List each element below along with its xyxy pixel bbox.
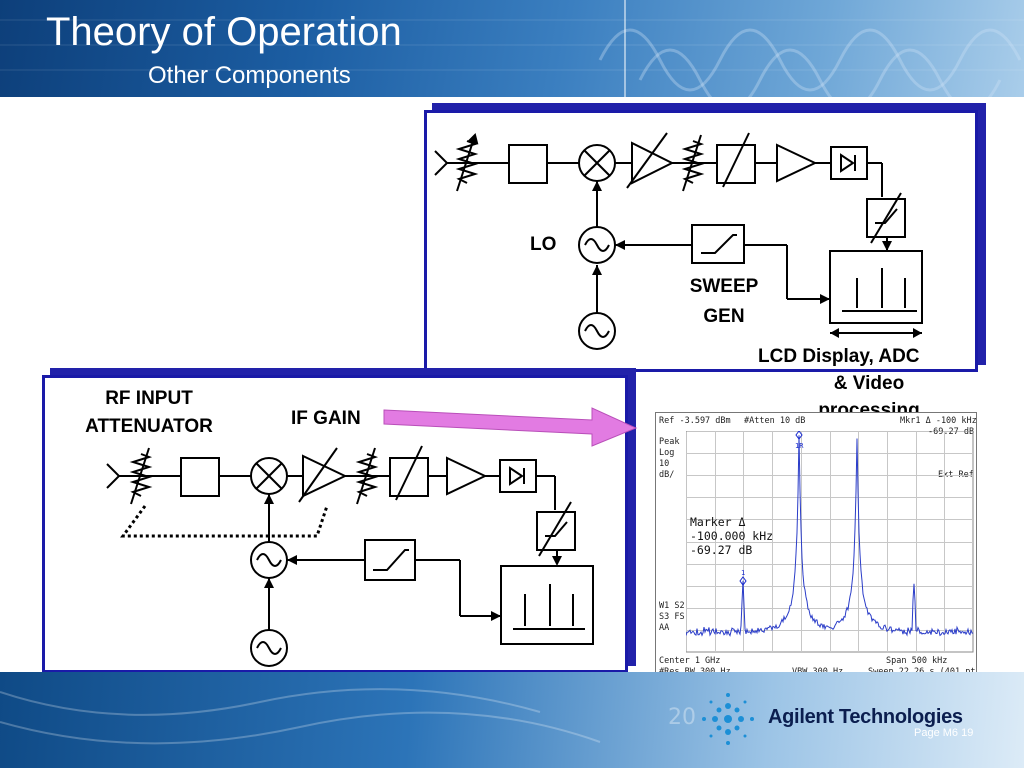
slide-title: Theory of Operation <box>46 10 402 54</box>
if-gain-label: IF GAIN <box>291 408 361 429</box>
marker-header-text: Mkr1 Δ -100 kHz <box>900 416 977 426</box>
sweep-gen-label-line-1: SWEEP <box>689 276 759 297</box>
top-block-diagram <box>434 132 923 350</box>
lcd-label-line-3: processing <box>818 400 920 414</box>
marker-value-small: -69.27 dB <box>928 427 975 437</box>
marker-box-line-2: -100.000 kHz <box>690 529 774 543</box>
page-number: Page M6 19 <box>914 727 974 739</box>
marker-1r-diamond <box>795 431 803 440</box>
bottom-block-diagram <box>106 445 594 667</box>
span-text: Span 500 kHz <box>886 656 948 666</box>
svg-text:0: 0 <box>682 705 696 730</box>
trace-line-3: AA <box>659 623 670 633</box>
center-freq-text: Center 1 GHz <box>659 656 721 666</box>
header-banner: Theory of Operation Other Components <box>0 0 1024 97</box>
spectrum-plot: 1R 1 <box>686 431 974 653</box>
marker-1-label: 1 <box>741 569 745 577</box>
ref-level-text: Ref -3.597 dBm <box>659 416 731 426</box>
company-logo-text: Agilent Technologies <box>768 706 963 728</box>
if-gain-arrow <box>383 407 638 447</box>
trace-line-2: S3 FS <box>659 612 685 622</box>
marker-box-line-1: Marker Δ <box>690 515 746 529</box>
trace-line-1: W1 S2 <box>659 601 685 611</box>
scale-10: 10 <box>659 459 670 469</box>
slide-subtitle: Other Components <box>148 62 351 89</box>
svg-text:2: 2 <box>668 705 682 730</box>
marker-1-diamond <box>739 576 747 586</box>
agilent-spark-logo <box>702 693 754 745</box>
scale-log: Log <box>659 448 675 458</box>
header-wave-decoration <box>0 0 1024 97</box>
marker-box-line-3: -69.27 dB <box>690 543 753 557</box>
sweep-gen-label-line-2: GEN <box>703 306 745 327</box>
spectrum-analyzer-display: Ref -3.597 dBm #Atten 10 dB Mkr1 Δ -100 … <box>655 412 977 679</box>
rf-input-label-line-1: RF INPUT <box>105 388 193 409</box>
marker-1r-label: 1R <box>795 442 804 450</box>
spectrum-trace <box>686 435 974 637</box>
atten-text: #Atten 10 dB <box>744 416 806 426</box>
lo-label: LO <box>530 234 557 255</box>
scale-db: dB/ <box>659 470 675 480</box>
lcd-label-line-2: & Video <box>833 373 905 394</box>
rf-input-label-line-2: ATTENUATOR <box>85 416 213 437</box>
scale-peak: Peak <box>659 437 680 447</box>
swept-analyzer-block-diagram-top <box>424 110 978 372</box>
lcd-label-line-1: LCD Display, ADC <box>758 346 920 367</box>
